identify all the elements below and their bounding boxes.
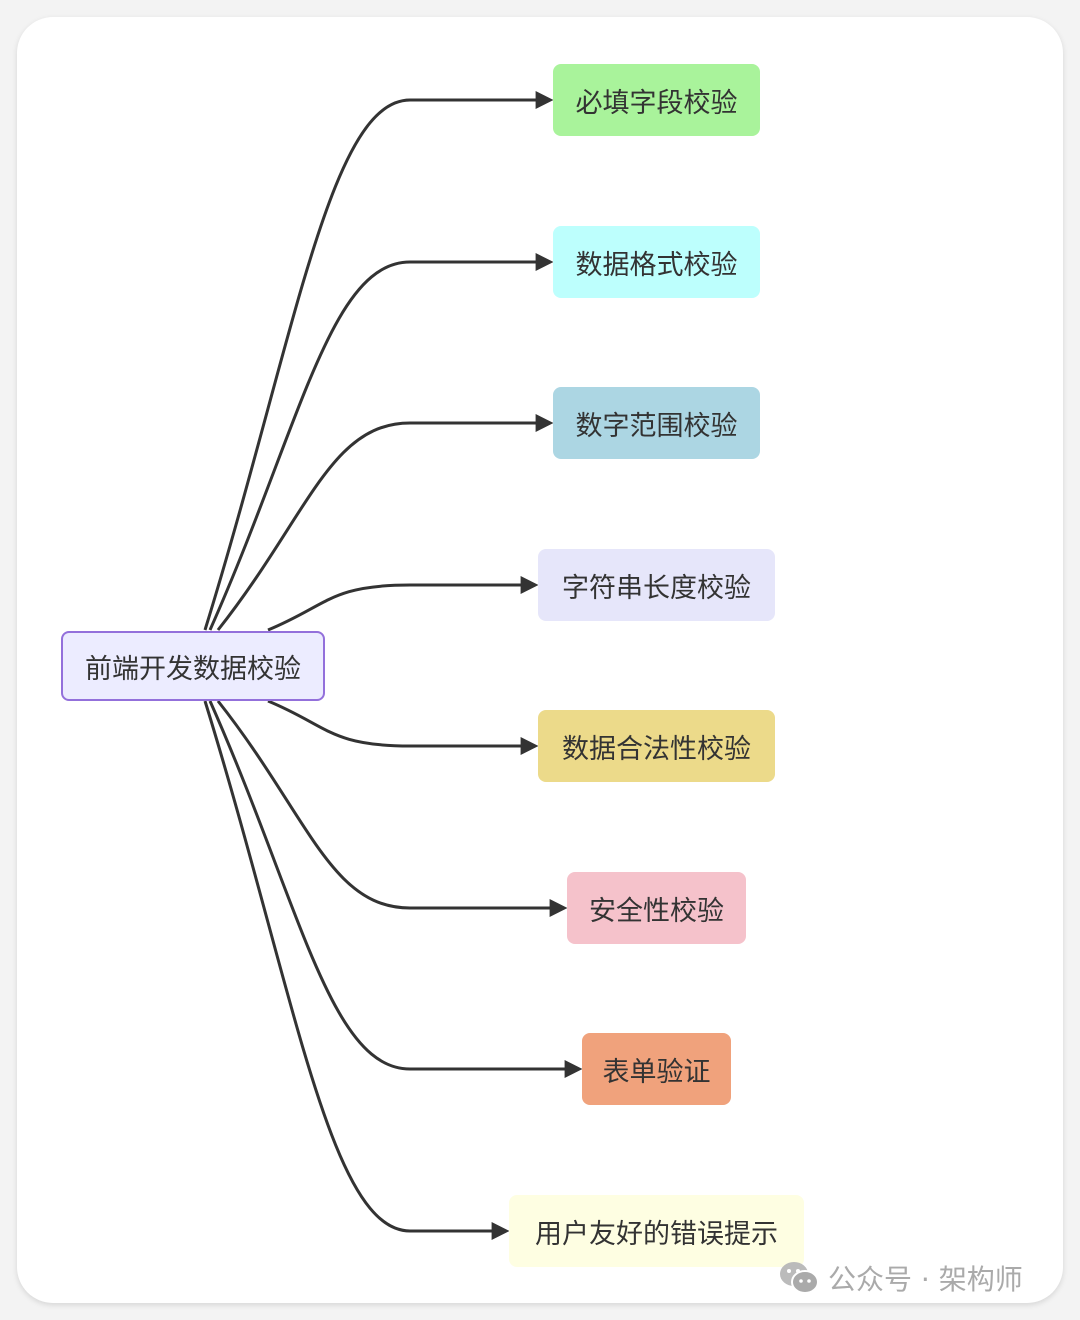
edge-7 bbox=[208, 700, 583, 1078]
child-node-7[interactable]: 表单验证 bbox=[582, 1033, 731, 1105]
child-node-5[interactable]: 数据合法性校验 bbox=[538, 710, 775, 782]
edge-5 bbox=[267, 699, 539, 755]
child-node-8[interactable]: 用户友好的错误提示 bbox=[509, 1195, 804, 1267]
child-node-label: 用户友好的错误提示 bbox=[535, 1218, 778, 1250]
watermark-text: 公众号 · 架构师 bbox=[828, 1263, 1023, 1296]
edge-2 bbox=[208, 253, 554, 631]
root-node-label: 前端开发数据校验 bbox=[85, 653, 301, 685]
root-node[interactable]: 前端开发数据校验 bbox=[61, 631, 325, 701]
watermark: 公众号 · 架构师 bbox=[778, 1258, 1023, 1298]
edge-8 bbox=[203, 700, 510, 1240]
child-node-label: 字符串长度校验 bbox=[562, 572, 751, 604]
edge-6 bbox=[216, 700, 568, 917]
wechat-icon bbox=[780, 1262, 819, 1294]
child-node-label: 数字范围校验 bbox=[575, 410, 738, 442]
child-node-label: 安全性校验 bbox=[589, 895, 724, 927]
child-node-3[interactable]: 数字范围校验 bbox=[553, 387, 760, 459]
child-node-1[interactable]: 必填字段校验 bbox=[553, 64, 760, 136]
child-node-label: 必填字段校验 bbox=[575, 87, 738, 119]
child-node-4[interactable]: 字符串长度校验 bbox=[538, 549, 775, 621]
child-node-label: 数据合法性校验 bbox=[562, 733, 751, 765]
child-node-label: 数据格式校验 bbox=[575, 249, 738, 281]
edge-1 bbox=[203, 91, 554, 631]
edge-3 bbox=[216, 414, 554, 631]
edge-4 bbox=[267, 576, 539, 632]
child-node-2[interactable]: 数据格式校验 bbox=[553, 226, 760, 298]
child-node-6[interactable]: 安全性校验 bbox=[567, 872, 746, 944]
child-node-label: 表单验证 bbox=[602, 1056, 711, 1088]
